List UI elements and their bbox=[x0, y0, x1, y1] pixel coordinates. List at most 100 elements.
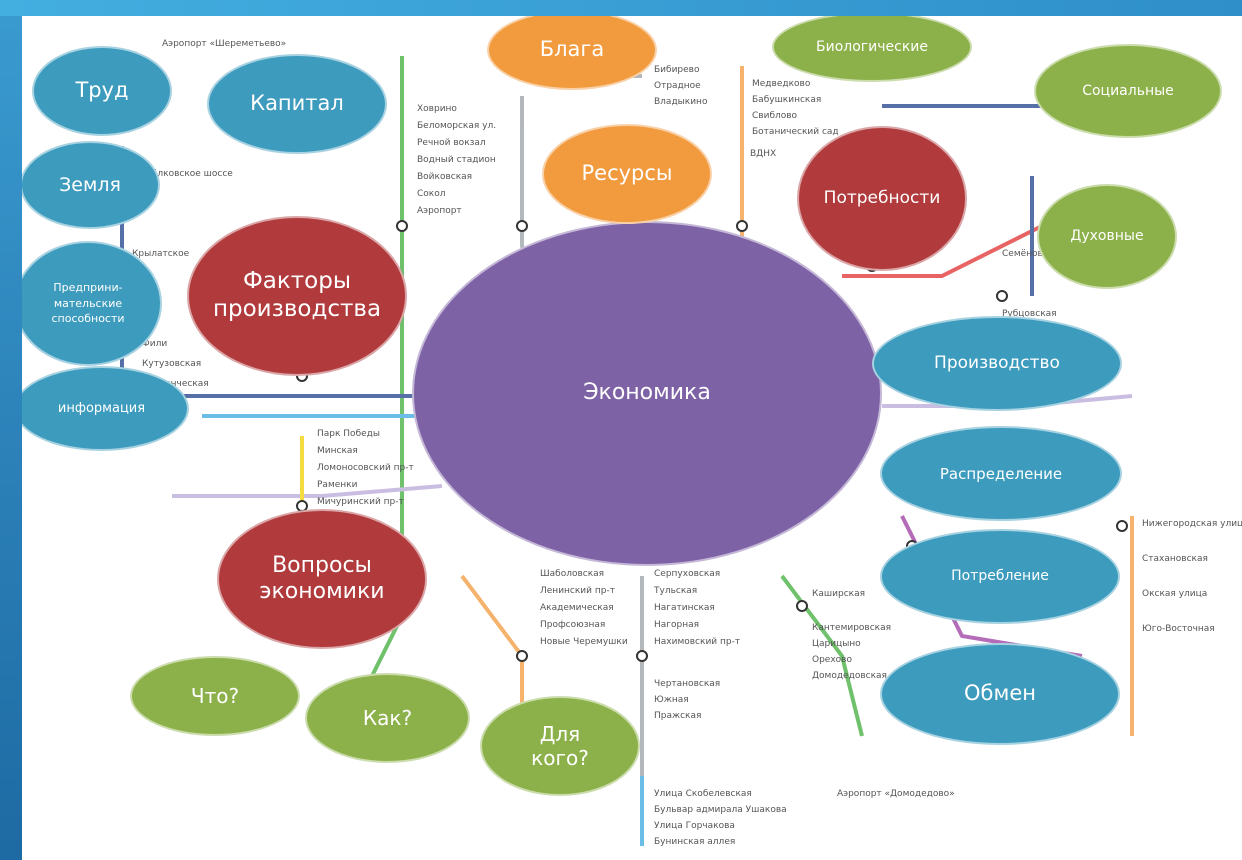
slide-frame-left bbox=[0, 0, 22, 860]
svg-text:Кутузовская: Кутузовская bbox=[142, 359, 201, 369]
capital-label: Капитал bbox=[250, 91, 344, 116]
node-capital: Капитал bbox=[207, 54, 387, 154]
svg-text:Серпуховская: Серпуховская bbox=[654, 569, 720, 579]
node-resources: Ресурсы bbox=[542, 124, 712, 224]
resources-label: Ресурсы bbox=[581, 161, 673, 186]
for-whom-label: Для кого? bbox=[531, 722, 589, 770]
svg-text:Крылатское: Крылатское bbox=[132, 249, 190, 259]
consumption-label: Потребление bbox=[951, 568, 1049, 585]
svg-text:Аэропорт «Домодедово»: Аэропорт «Домодедово» bbox=[837, 789, 955, 799]
svg-text:Профсоюзная: Профсоюзная bbox=[540, 620, 605, 630]
svg-text:Беломорская ул.: Беломорская ул. bbox=[417, 121, 496, 131]
node-consumption: Потребление bbox=[880, 529, 1120, 624]
distribution-label: Распределение bbox=[939, 464, 1063, 483]
goods-label: Блага bbox=[539, 37, 605, 62]
svg-text:Аэропорт: Аэропорт bbox=[417, 206, 462, 216]
svg-text:Окская улица: Окская улица bbox=[1142, 589, 1207, 599]
svg-text:Нагатинская: Нагатинская bbox=[654, 603, 715, 613]
node-information: информация bbox=[22, 366, 189, 451]
svg-text:Минская: Минская bbox=[317, 446, 358, 456]
svg-text:Речной вокзал: Речной вокзал bbox=[417, 138, 486, 148]
svg-text:Сокол: Сокол bbox=[417, 189, 446, 199]
svg-text:Кантемировская: Кантемировская bbox=[812, 623, 891, 633]
svg-text:Ленинский пр-т: Ленинский пр-т bbox=[540, 586, 615, 596]
svg-text:Мичуринский пр-т: Мичуринский пр-т bbox=[317, 497, 404, 507]
node-goods: Блага bbox=[487, 16, 657, 90]
svg-text:Бульвар адмирала Ушакова: Бульвар адмирала Ушакова bbox=[654, 805, 787, 815]
center-node-economy: Экономика bbox=[412, 221, 882, 566]
factors-label: Факторы производства bbox=[212, 268, 382, 322]
node-needs: Потребности bbox=[797, 126, 967, 271]
svg-text:Стахановская: Стахановская bbox=[1142, 554, 1208, 564]
node-factors-of-production: Факторы производства bbox=[187, 216, 407, 376]
svg-text:Улица Горчакова: Улица Горчакова bbox=[654, 821, 735, 831]
node-what: Что? bbox=[130, 656, 300, 736]
svg-text:Студенческая: Студенческая bbox=[142, 379, 209, 389]
svg-text:Аэропорт «Шереметьево»: Аэропорт «Шереметьево» bbox=[162, 39, 286, 49]
production-label: Производство bbox=[934, 353, 1060, 374]
labor-label: Труд bbox=[75, 78, 129, 103]
svg-text:Пражская: Пражская bbox=[654, 711, 701, 721]
what-label: Что? bbox=[190, 684, 240, 708]
svg-text:Царицыно: Царицыно bbox=[812, 639, 861, 649]
svg-text:ВДНХ: ВДНХ bbox=[750, 149, 776, 159]
svg-text:Домодедовская: Домодедовская bbox=[812, 671, 887, 681]
slide-frame-top bbox=[0, 0, 1242, 16]
svg-text:Чертановская: Чертановская bbox=[654, 679, 720, 689]
svg-text:Орехово: Орехово bbox=[812, 655, 852, 665]
how-label: Как? bbox=[362, 706, 413, 730]
svg-text:Владыкино: Владыкино bbox=[654, 97, 708, 107]
land-label: Земля bbox=[59, 173, 121, 196]
svg-text:Южная: Южная bbox=[654, 695, 689, 705]
svg-text:Свиблово: Свиблово bbox=[752, 111, 798, 121]
svg-text:Водный стадион: Водный стадион bbox=[417, 155, 496, 165]
svg-text:Нижегородская улица: Нижегородская улица bbox=[1142, 519, 1242, 529]
node-economic-questions: Вопросы экономики bbox=[217, 509, 427, 649]
svg-text:Медведково: Медведково bbox=[752, 79, 811, 89]
svg-text:Ховрино: Ховрино bbox=[417, 104, 457, 114]
node-how: Как? bbox=[305, 673, 470, 763]
svg-text:Тульская: Тульская bbox=[653, 586, 697, 596]
node-spiritual: Духовные bbox=[1037, 184, 1177, 289]
svg-text:Новые Черемушки: Новые Черемушки bbox=[540, 637, 628, 647]
svg-text:Нахимовский пр-т: Нахимовский пр-т bbox=[654, 637, 740, 647]
node-labor: Труд bbox=[32, 46, 172, 136]
svg-text:Бунинская аллея: Бунинская аллея bbox=[654, 837, 735, 847]
svg-text:Бибирево: Бибирево bbox=[654, 65, 700, 75]
svg-text:Фили: Фили bbox=[142, 339, 167, 349]
center-label: Экономика bbox=[583, 380, 711, 406]
svg-text:Юго-Восточная: Юго-Восточная bbox=[1142, 624, 1215, 634]
svg-text:Войковская: Войковская bbox=[417, 172, 472, 182]
biological-label: Биологические bbox=[816, 38, 928, 55]
svg-text:Каширская: Каширская bbox=[812, 589, 865, 599]
entrepreneurship-label: Предприни-мательские способности bbox=[51, 280, 125, 326]
node-for-whom: Для кого? bbox=[480, 696, 640, 796]
node-entrepreneurship: Предприни-мательские способности bbox=[22, 241, 162, 366]
node-social: Социальные bbox=[1034, 44, 1222, 138]
exchange-label: Обмен bbox=[964, 681, 1036, 706]
svg-text:Щёлковское шоссе: Щёлковское шоссе bbox=[142, 169, 233, 179]
node-production: Производство bbox=[872, 316, 1122, 411]
svg-text:Нагорная: Нагорная bbox=[654, 620, 699, 630]
svg-text:Рубцовская: Рубцовская bbox=[1002, 309, 1057, 319]
svg-text:Ломоносовский пр-т: Ломоносовский пр-т bbox=[317, 463, 414, 473]
questions-label: Вопросы экономики bbox=[259, 552, 385, 604]
diagram-canvas: Аэропорт «Шереметьево» Ховрино Беломорск… bbox=[22, 16, 1242, 860]
social-label: Социальные bbox=[1082, 82, 1174, 99]
information-label: информация bbox=[57, 400, 146, 416]
svg-text:Ботанический сад: Ботанический сад bbox=[752, 127, 839, 137]
svg-text:Семёновская: Семёновская bbox=[1002, 249, 1064, 259]
needs-label: Потребности bbox=[823, 188, 941, 209]
node-biological: Биологические bbox=[772, 16, 972, 82]
svg-text:Отрадное: Отрадное bbox=[654, 81, 701, 91]
node-exchange: Обмен bbox=[880, 643, 1120, 745]
svg-text:Раменки: Раменки bbox=[317, 480, 358, 490]
svg-text:Академическая: Академическая bbox=[540, 603, 614, 613]
node-land: Земля bbox=[22, 141, 160, 229]
node-distribution: Распределение bbox=[880, 426, 1122, 521]
spiritual-label: Духовные bbox=[1070, 228, 1144, 245]
svg-text:Улица Скобелевская: Улица Скобелевская bbox=[654, 789, 752, 799]
svg-text:Шаболовская: Шаболовская bbox=[540, 569, 604, 579]
svg-text:Бабушкинская: Бабушкинская bbox=[752, 95, 821, 105]
svg-text:Парк Победы: Парк Победы bbox=[317, 429, 380, 439]
